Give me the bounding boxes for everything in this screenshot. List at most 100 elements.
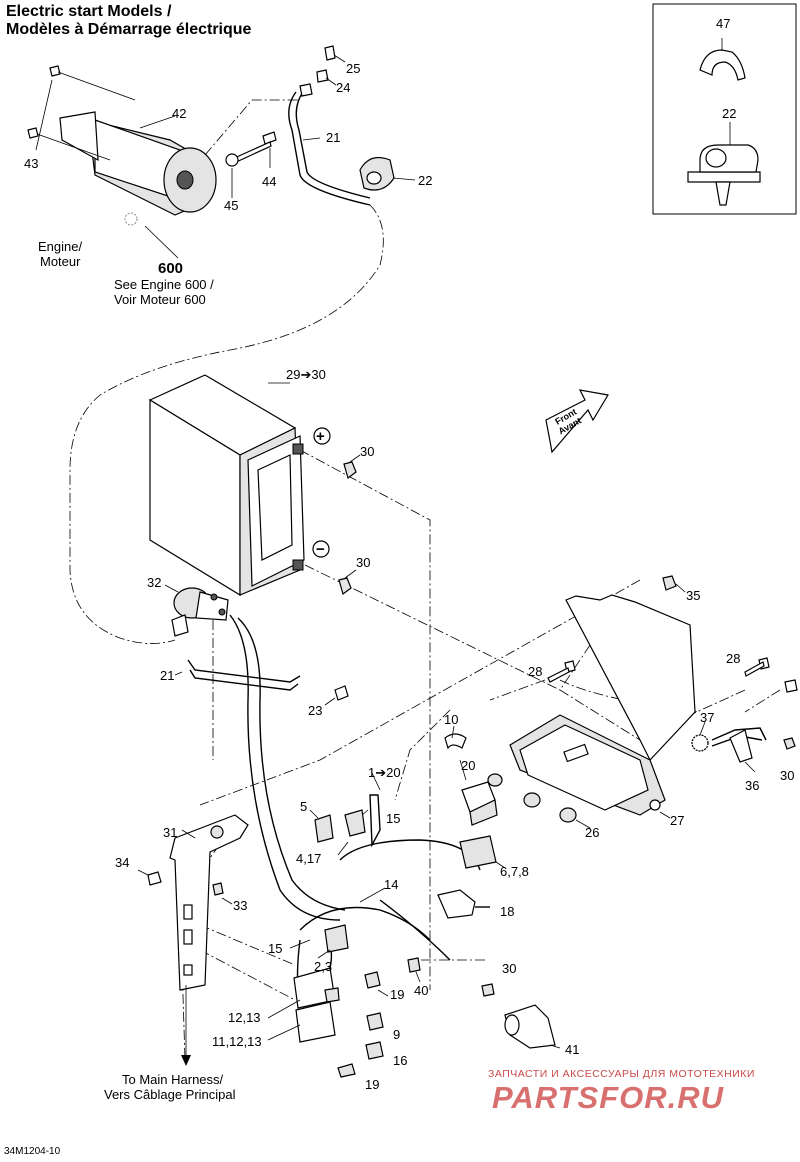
callout-28-b: 28 bbox=[726, 651, 740, 666]
part-26-grommets bbox=[487, 773, 591, 829]
callout-37: 37 bbox=[700, 710, 714, 725]
callout-16: 16 bbox=[393, 1053, 407, 1068]
callout-15-b: 15 bbox=[268, 941, 282, 956]
callout-28-a: 28 bbox=[528, 664, 542, 679]
callout-29-30: 29➔30 bbox=[286, 367, 326, 382]
part-9-fuse bbox=[366, 1012, 384, 1031]
callout-leaders bbox=[267, 772, 386, 1041]
callout-47: 47 bbox=[716, 16, 730, 31]
part-42-starter-motor bbox=[27, 65, 217, 216]
callout-9: 9 bbox=[393, 1027, 400, 1042]
diagram-title-en: Electric start Models / bbox=[6, 3, 172, 20]
part-20-relay bbox=[459, 759, 498, 826]
callout-21-mid: 21 bbox=[160, 668, 174, 683]
callout-36: 36 bbox=[745, 778, 759, 793]
part-21-cable-top bbox=[288, 45, 371, 206]
callout-24: 24 bbox=[336, 80, 350, 95]
callout-labels: 47 22 25 24 42 21 22 43 44 45 29➔30 30 3… bbox=[24, 16, 794, 1092]
part-35-nut bbox=[662, 575, 686, 593]
part-16-fuse bbox=[365, 1041, 384, 1060]
callout-19-b: 19 bbox=[365, 1077, 379, 1092]
callout-41: 41 bbox=[565, 1042, 579, 1057]
part-23-bolt bbox=[324, 685, 349, 706]
callout-21-top: 21 bbox=[326, 130, 340, 145]
part-19-fuse-bottom bbox=[337, 1063, 356, 1078]
callout-14: 14 bbox=[384, 877, 398, 892]
callout-4-17: 4,17 bbox=[296, 851, 321, 866]
callout-34: 34 bbox=[115, 855, 129, 870]
part-41-connector bbox=[504, 1004, 561, 1049]
callout-10: 10 bbox=[444, 712, 458, 727]
callout-2-3: 2,3 bbox=[314, 959, 332, 974]
part-18-boot bbox=[437, 889, 490, 919]
engine-label-en: Engine/ bbox=[38, 239, 82, 254]
callout-42: 42 bbox=[172, 106, 186, 121]
part-30-nut-battery-bottom bbox=[338, 569, 357, 596]
main-harness-arrow bbox=[181, 985, 191, 1066]
part-31-bracket bbox=[169, 814, 249, 991]
part-22-holder bbox=[359, 157, 416, 191]
callout-11-12-13: 11,12,13 bbox=[212, 1034, 262, 1049]
callout-30-b: 30 bbox=[356, 555, 370, 570]
engine-see-fr: Voir Moteur 600 bbox=[114, 292, 206, 307]
part-47-clip bbox=[699, 38, 746, 81]
part-30-nut-battery-top bbox=[343, 454, 361, 480]
callout-43: 43 bbox=[24, 156, 38, 171]
callout-18: 18 bbox=[500, 904, 514, 919]
part-6-7-8-connector bbox=[459, 835, 506, 869]
part-36-ground-cable bbox=[711, 727, 767, 773]
part-21-cable-mid bbox=[174, 659, 301, 691]
part-10-clip bbox=[444, 725, 467, 750]
callout-35: 35 bbox=[686, 588, 700, 603]
engine-reference: Engine/ Moteur 600 See Engine 600 / Voir… bbox=[38, 239, 214, 307]
callout-22: 22 bbox=[418, 173, 432, 188]
part-28-bolt-right bbox=[744, 657, 798, 693]
callout-27: 27 bbox=[670, 813, 684, 828]
part-28-bolt-left bbox=[547, 660, 576, 683]
main-harness-label-en: To Main Harness/ bbox=[122, 1072, 224, 1087]
part-22-inset-holder bbox=[687, 122, 761, 206]
part-30-nut-harness bbox=[481, 983, 495, 997]
callout-30-c: 30 bbox=[780, 768, 794, 783]
callout-44: 44 bbox=[262, 174, 276, 189]
part-19-fuse-top bbox=[364, 971, 389, 997]
engine-number: 600 bbox=[158, 260, 183, 277]
battery-plus-sign: + bbox=[316, 428, 325, 445]
callout-1-20: 1➔20 bbox=[368, 765, 401, 780]
callout-12-13: 12,13 bbox=[228, 1010, 261, 1025]
part-40-nut bbox=[407, 957, 421, 983]
watermark-tagline: ЗАПЧАСТИ И АКСЕССУАРЫ ДЛЯ МОТОТЕХНИКИ bbox=[488, 1068, 755, 1080]
callout-20: 20 bbox=[461, 758, 475, 773]
callout-19-a: 19 bbox=[390, 987, 404, 1002]
part-33-nut bbox=[212, 882, 233, 905]
fuse-block-lower bbox=[295, 1001, 336, 1043]
callout-26: 26 bbox=[585, 825, 599, 840]
callout-25: 25 bbox=[346, 61, 360, 76]
inset-box bbox=[652, 3, 797, 215]
part-34-bolt bbox=[137, 869, 162, 886]
callout-5: 5 bbox=[300, 799, 307, 814]
callout-22-inset: 22 bbox=[722, 106, 736, 121]
fuse-block-upper bbox=[293, 967, 340, 1009]
part-15-harness-branch bbox=[344, 794, 381, 848]
battery bbox=[148, 374, 331, 597]
callout-30-d: 30 bbox=[502, 961, 516, 976]
callout-32: 32 bbox=[147, 575, 161, 590]
engine-see-en: See Engine 600 / bbox=[114, 277, 214, 292]
diagram-title-fr: Modèles à Démarrage électrique bbox=[6, 21, 252, 38]
callout-33: 33 bbox=[233, 898, 247, 913]
part-27-battery-tray bbox=[509, 594, 696, 819]
part-44-bolt bbox=[229, 131, 277, 168]
watermark-logo: PARTSFOR.RU bbox=[492, 1080, 725, 1115]
part-45-washer bbox=[225, 153, 239, 198]
callout-23: 23 bbox=[308, 703, 322, 718]
drawing-code: 34M1204-10 bbox=[4, 1146, 61, 1157]
engine-label-fr: Moteur bbox=[40, 254, 81, 269]
part-2-3-connector bbox=[324, 924, 349, 953]
engine-ref-gear bbox=[124, 212, 179, 259]
part-30-nut-ground bbox=[783, 737, 796, 750]
part-32-solenoid bbox=[164, 584, 229, 637]
callout-6-7-8: 6,7,8 bbox=[500, 864, 529, 879]
